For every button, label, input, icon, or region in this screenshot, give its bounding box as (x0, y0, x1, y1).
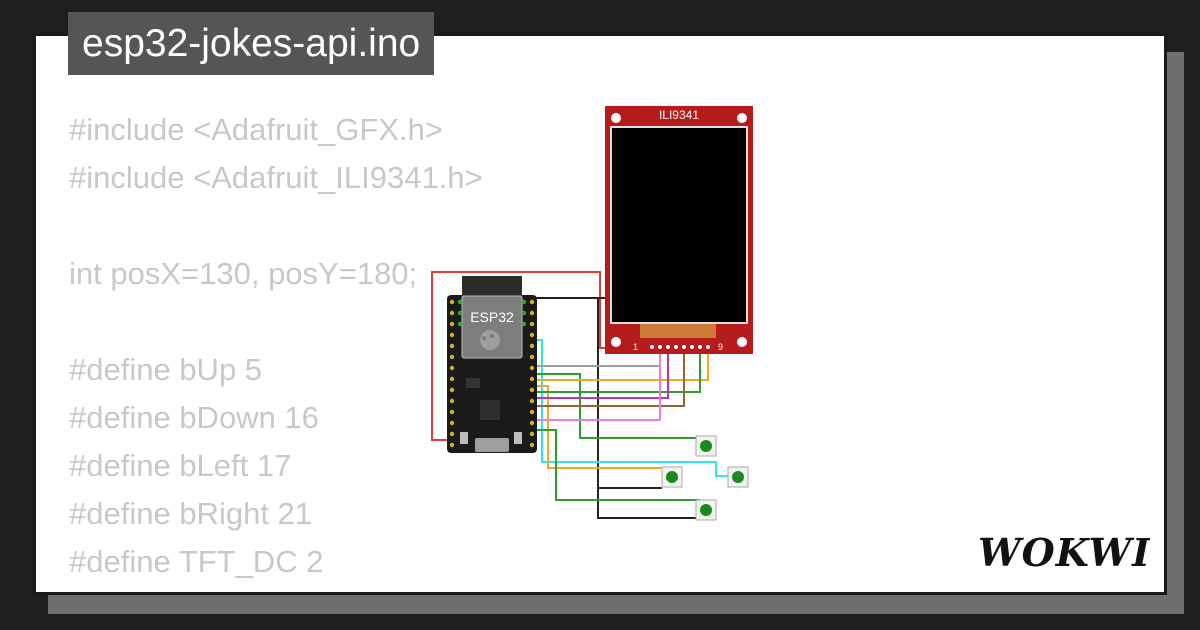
display-pin-first: 1 (633, 342, 638, 352)
code-line: #define bRight 21 (69, 496, 313, 531)
wire-pink (534, 348, 661, 421)
wokwi-logo-text: WOKWI (978, 530, 1150, 575)
code-preview: #include <Adafruit_GFX.h> #include <Adaf… (69, 106, 483, 592)
code-line: #define TFT_DC 2 (69, 544, 324, 579)
code-line: #define bDown 16 (69, 400, 319, 435)
code-line: int posX=130, posY=180; (69, 256, 418, 291)
wire-cyan (534, 339, 732, 477)
pushbutton-2[interactable] (661, 466, 683, 488)
ili9341-display[interactable]: ILI9341 1 9 (605, 106, 753, 354)
wire-green-3 (534, 429, 700, 501)
pushbutton-4[interactable] (695, 499, 717, 521)
display-label: ILI9341 (659, 108, 699, 122)
wokwi-logo: WOKWI (978, 530, 1150, 575)
wire-brown (534, 348, 685, 407)
code-line: #define bUp 5 (69, 352, 263, 387)
display-pin-last: 9 (718, 342, 723, 352)
wire-green-2 (534, 348, 701, 393)
code-line: #include <Adafruit_GFX.h> (69, 112, 443, 147)
wire-red (431, 271, 612, 441)
code-line: #include <Adafruit_ILI9341.h> (69, 160, 483, 195)
display-screen (612, 128, 746, 322)
project-title[interactable]: esp32-jokes-api.ino (68, 12, 435, 75)
wire-orange-1 (534, 348, 709, 381)
wire-purple (534, 348, 669, 399)
pushbutton-3[interactable] (727, 466, 749, 488)
esp32-label: ESP32 (470, 309, 514, 325)
code-line: #define bLeft 17 (69, 448, 292, 483)
pushbutton-1[interactable] (695, 435, 717, 457)
esp32-board[interactable]: ESP32 (447, 276, 537, 453)
